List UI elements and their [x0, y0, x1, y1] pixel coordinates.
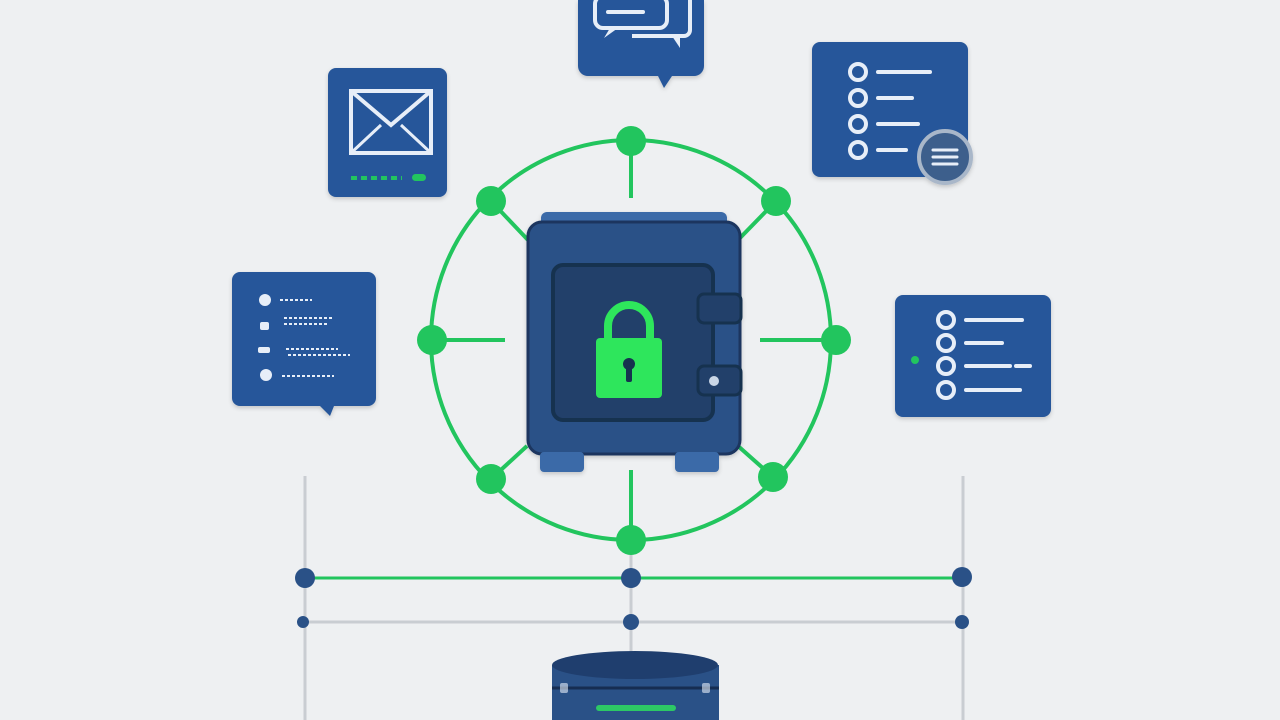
grid-node — [952, 567, 972, 587]
ring-node — [476, 186, 506, 216]
connector-lines — [295, 476, 972, 720]
grid-node — [621, 568, 641, 588]
chat-bubbles-icon — [578, 0, 704, 88]
ring-node — [761, 186, 791, 216]
checklist-icon — [812, 42, 973, 185]
message-bubble-icon — [232, 272, 376, 416]
settings-list-icon — [895, 295, 1051, 417]
database-icon — [552, 651, 719, 720]
ring-node — [616, 525, 646, 555]
ring-node — [476, 464, 506, 494]
ring-node — [417, 325, 447, 355]
grid-node — [297, 616, 309, 628]
safe-with-padlock-icon — [526, 212, 743, 472]
envelope-icon — [328, 68, 447, 197]
ring-node — [821, 325, 851, 355]
grid-node — [295, 568, 315, 588]
ring-node — [758, 462, 788, 492]
grid-node — [623, 614, 639, 630]
ring-node — [616, 126, 646, 156]
network-ring-icon — [417, 126, 851, 555]
grid-node — [955, 615, 969, 629]
